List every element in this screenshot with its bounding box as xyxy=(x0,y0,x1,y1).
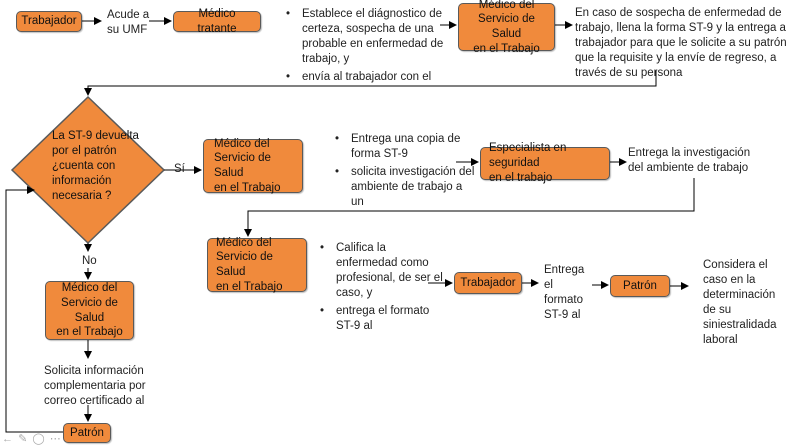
decision-text: La ST-9 devuelta por el patrón ¿cuenta c… xyxy=(52,130,139,202)
text-entrega-investigacion: Entrega la investigación del ambiente de… xyxy=(628,147,751,174)
bullets-entrega-copia: Entrega una copia de forma ST-9 solicita… xyxy=(333,132,475,213)
prev-arrow-icon[interactable]: ← xyxy=(2,433,14,445)
bullet-entrega-copia: Entrega una copia de forma ST-9 xyxy=(335,132,475,162)
slide-nav-controls[interactable]: ← ✎ ◯ ⋯ xyxy=(2,432,62,445)
node-trabajador-2: Trabajador xyxy=(454,272,522,294)
zoom-icon[interactable]: ◯ xyxy=(32,433,46,445)
more-icon[interactable]: ⋯ xyxy=(49,433,62,445)
node-medico-sst-3: Médico del Servicio de Salud en el Traba… xyxy=(207,237,307,293)
node-trabajador-1: Trabajador xyxy=(16,11,82,32)
node-patron-2: Patrón xyxy=(63,423,111,443)
text-sospecha: En caso de sospecha de enfermedad de tra… xyxy=(575,7,787,79)
text-considera: Considera el caso en la determinación de… xyxy=(703,259,777,346)
node-medico-tratante: Médico tratante xyxy=(173,8,261,35)
bullet-envia: envía al trabajador con el xyxy=(286,70,458,85)
bullets-califica: Califica la enfermedad como profesional,… xyxy=(318,241,446,337)
connector-to-decision xyxy=(84,70,657,96)
text-solicita: Solicita información complementaria por … xyxy=(44,365,146,407)
bullet-solicita-investigacion: solicita investigación del ambiente de t… xyxy=(335,165,475,210)
label-no: No xyxy=(82,255,97,267)
connector-to-sst3 xyxy=(244,178,695,237)
node-patron-1: Patrón xyxy=(610,275,670,297)
node-medico-sst-1: Médico del Servicio de Salud en el Traba… xyxy=(458,0,555,55)
text-entrega-formato: Entrega el formato ST-9 al xyxy=(544,264,585,321)
node-medico-sst-4: Médico del Servicio de Salud en el Traba… xyxy=(45,281,134,340)
bullet-entrega-formato: entrega el formato ST-9 al xyxy=(320,304,446,334)
bullet-establece: Establece el diágnostico de certeza, sos… xyxy=(286,7,458,67)
loop-back-connector xyxy=(5,186,63,433)
text-acude-umf: Acude a su UMF xyxy=(107,9,150,36)
bullets-diagnostico: Establece el diágnostico de certeza, sos… xyxy=(284,7,458,88)
node-especialista: Especialista en seguridad en el trabajo xyxy=(480,142,610,184)
bullet-califica: Califica la enfermedad como profesional,… xyxy=(320,241,446,301)
pen-icon[interactable]: ✎ xyxy=(18,433,29,445)
label-si: Sí xyxy=(174,163,185,175)
node-medico-sst-2: Médico del Servicio de Salud en el Traba… xyxy=(203,138,303,194)
